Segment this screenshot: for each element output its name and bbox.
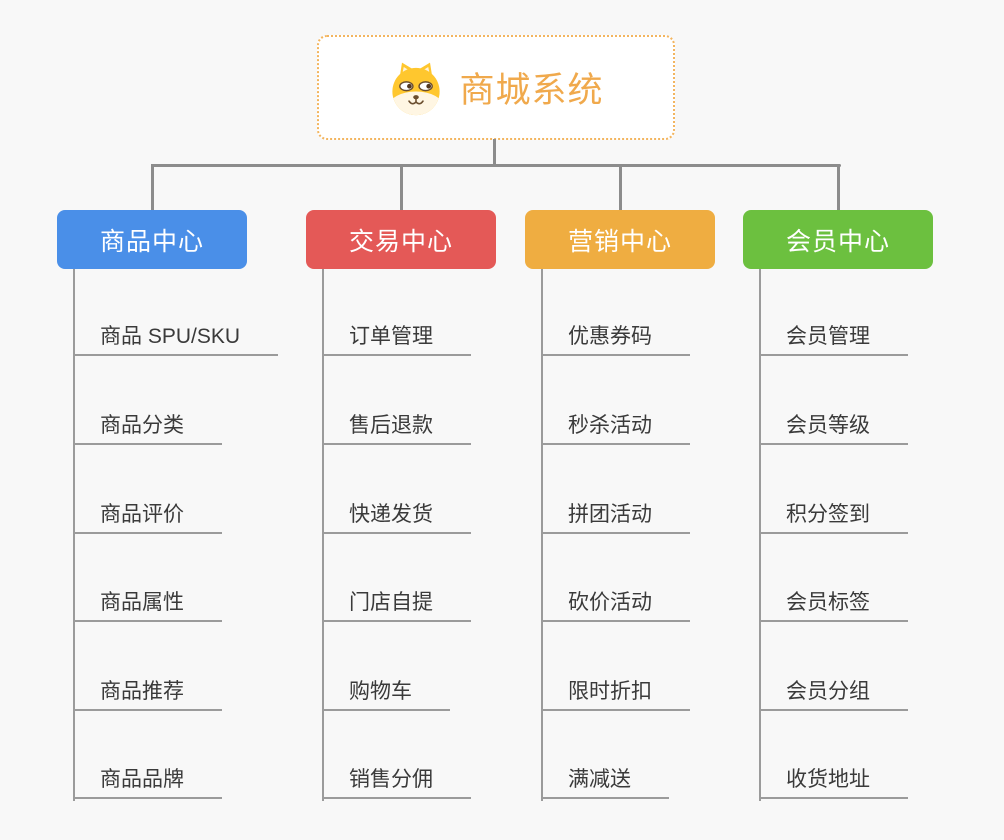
leaf-node[interactable]: 会员分组 xyxy=(759,679,908,711)
branch-spine-2 xyxy=(322,269,324,801)
leaf-node[interactable]: 商品推荐 xyxy=(73,679,222,711)
leaf-node[interactable]: 购物车 xyxy=(322,679,450,711)
leaf-node[interactable]: 商品品牌 xyxy=(73,767,222,799)
leaf-node[interactable]: 限时折扣 xyxy=(541,679,690,711)
leaf-node[interactable]: 拼团活动 xyxy=(541,502,690,534)
leaf-node[interactable]: 订单管理 xyxy=(322,324,471,356)
root-node[interactable]: 商城系统 xyxy=(317,35,675,140)
branch-node-member-center[interactable]: 会员中心 xyxy=(743,210,933,269)
shiba-dog-icon xyxy=(392,62,441,115)
branch-node-marketing-center[interactable]: 营销中心 xyxy=(525,210,715,269)
leaf-node[interactable]: 商品 SPU/SKU xyxy=(73,324,279,356)
branch-node-trade-center[interactable]: 交易中心 xyxy=(306,210,496,269)
connector-drop-2 xyxy=(400,164,403,213)
leaf-node[interactable]: 会员标签 xyxy=(759,590,908,622)
branch-spine-3 xyxy=(541,269,543,801)
connector-drop-4 xyxy=(837,164,840,213)
leaf-node[interactable]: 快递发货 xyxy=(322,502,471,534)
connector-drop-1 xyxy=(151,164,154,213)
leaf-node[interactable]: 秒杀活动 xyxy=(541,413,690,445)
leaf-node[interactable]: 商品评价 xyxy=(73,502,222,534)
connector-rail xyxy=(151,164,841,167)
root-title: 商城系统 xyxy=(459,71,604,110)
leaf-node[interactable]: 会员管理 xyxy=(759,324,908,356)
branch-node-product-center[interactable]: 商品中心 xyxy=(57,210,247,269)
leaf-node[interactable]: 砍价活动 xyxy=(541,590,690,622)
leaf-node[interactable]: 售后退款 xyxy=(322,413,471,445)
leaf-node[interactable]: 商品属性 xyxy=(73,590,222,622)
connector-root-stub xyxy=(493,139,496,165)
leaf-node[interactable]: 积分签到 xyxy=(759,502,908,534)
leaf-node[interactable]: 收货地址 xyxy=(759,767,908,799)
leaf-node[interactable]: 会员等级 xyxy=(759,413,908,445)
leaf-node[interactable]: 商品分类 xyxy=(73,413,222,445)
branch-spine-4 xyxy=(759,269,761,801)
leaf-node[interactable]: 门店自提 xyxy=(322,590,471,622)
branch-spine-1 xyxy=(73,269,75,801)
connector-drop-3 xyxy=(619,164,622,213)
leaf-node[interactable]: 优惠券码 xyxy=(541,324,690,356)
leaf-node[interactable]: 满减送 xyxy=(541,767,669,799)
leaf-node[interactable]: 销售分佣 xyxy=(322,767,471,799)
